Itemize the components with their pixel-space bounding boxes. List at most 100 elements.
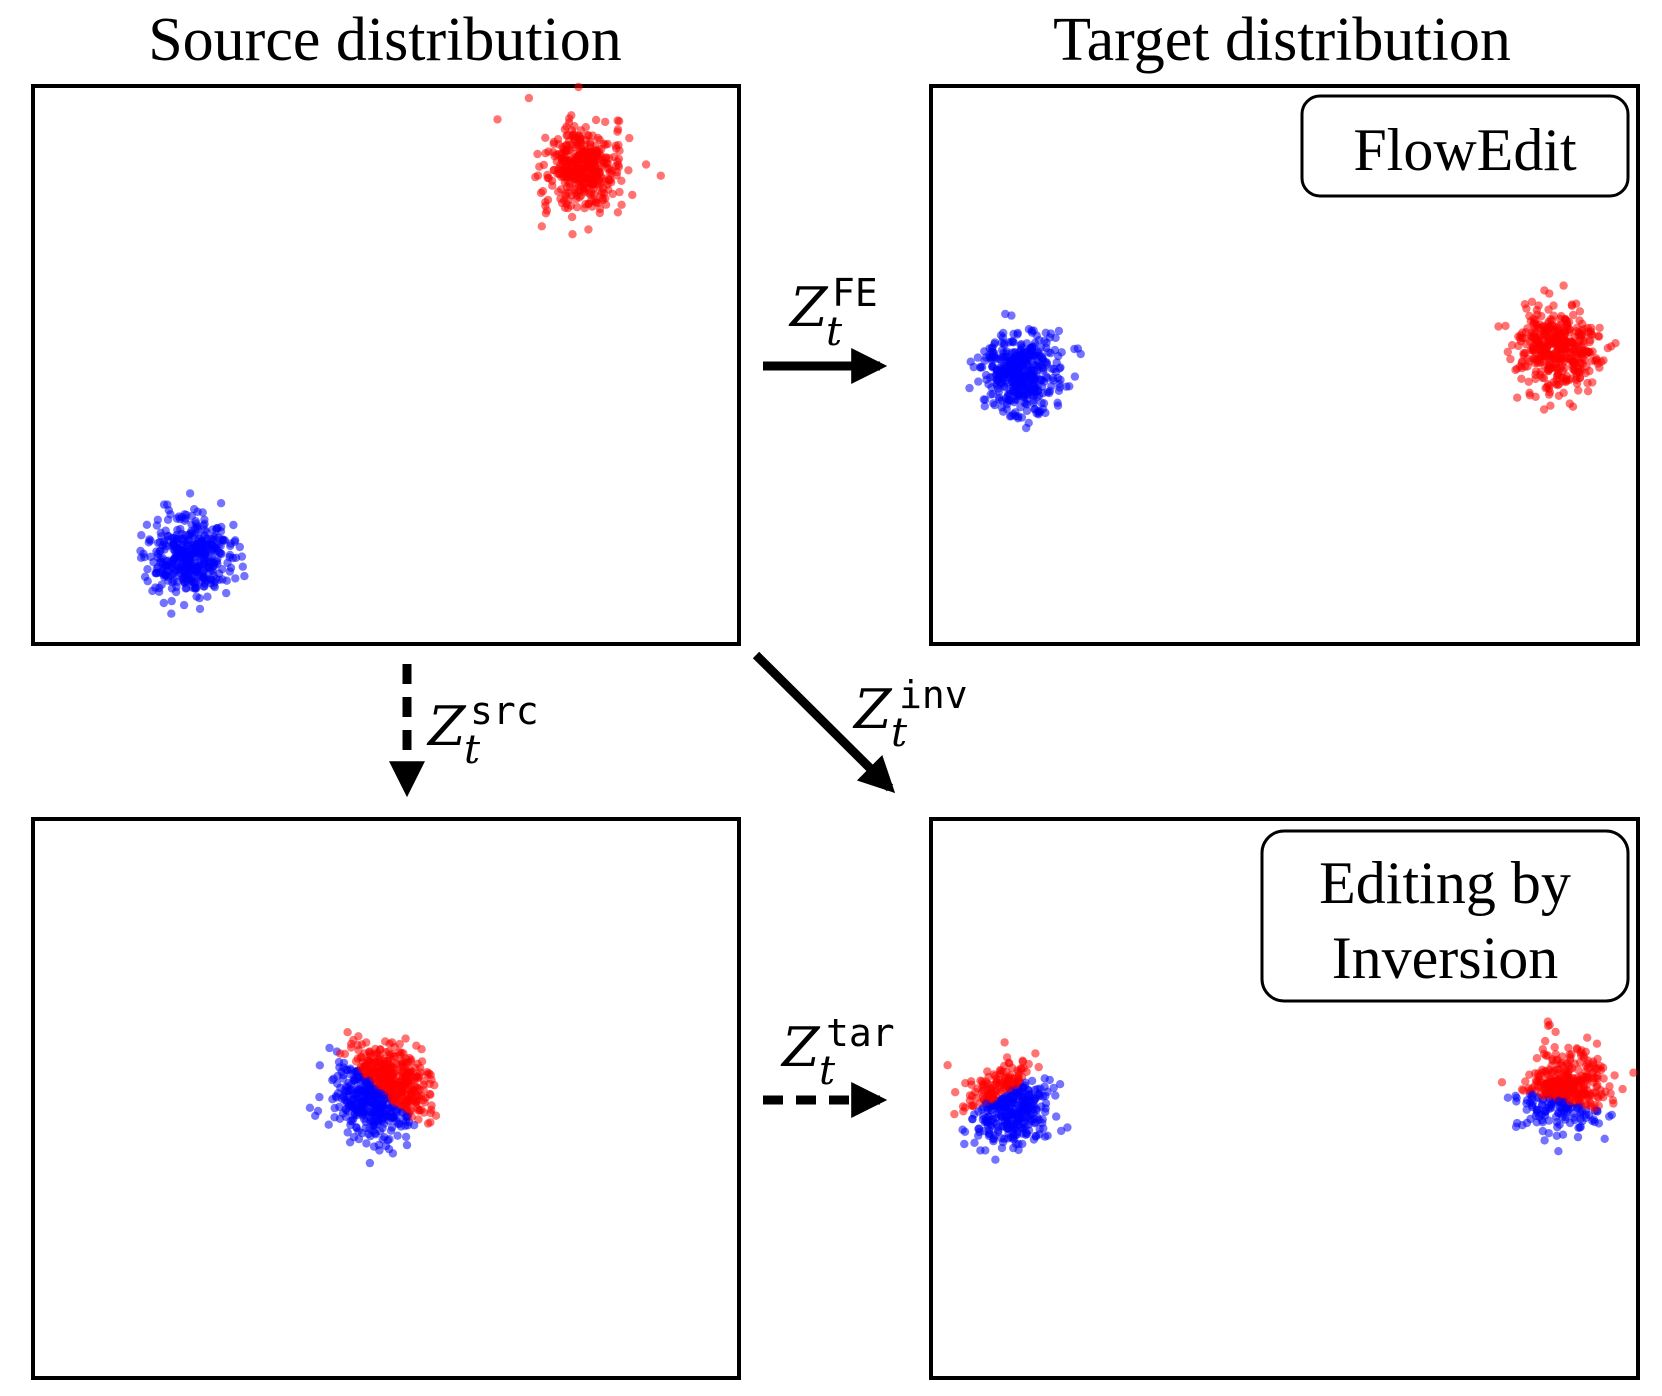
scatter-point [614,162,623,172]
scatter-point [159,598,168,608]
scatter-point [958,1125,967,1134]
scatter-point [1593,332,1603,341]
svg-text:tar: tar [826,1011,895,1055]
scatter-point [605,175,614,184]
scatter-point [1494,322,1503,331]
scatter-point [1010,388,1019,397]
scatter-point [390,1052,399,1061]
svg-text:t: t [464,727,481,773]
scatter-point [1532,1054,1542,1063]
scatter-point [581,200,590,209]
scatter-point [229,520,238,530]
scatter-point [1031,1049,1040,1058]
scatter-point [364,1048,374,1057]
scatter-point [140,572,150,581]
scatter-point [1597,1090,1606,1099]
scatter-point [383,1112,392,1121]
scatter-point [414,1115,423,1124]
scatter-point [1595,323,1604,333]
scatter-point [574,82,583,92]
scatter-point [1011,1139,1021,1149]
scatter-point [1556,1103,1565,1112]
scatter-point [1560,330,1569,340]
scatter-point [350,1103,359,1113]
scatter-point [1608,1096,1618,1105]
scatter-point [228,553,238,563]
scatter-point [983,1121,993,1130]
scatter-point [139,549,148,558]
scatter-point [1536,1089,1545,1099]
scatter-point [980,402,989,411]
scatter-point [1062,382,1071,391]
scatter-point [235,542,244,552]
source-noised-panel [31,817,741,1380]
scatter-point [1024,418,1033,428]
scatter-point [611,141,620,150]
scatter-point [315,1092,324,1102]
scatter-point [137,531,146,540]
scatter-point [613,127,622,136]
scatter-point [974,377,983,386]
scatter-point [586,137,595,147]
scatter-point [397,1048,406,1057]
scatter-point [1000,1073,1010,1082]
scatter-point [1002,367,1012,377]
target-heading: Target distribution [1053,6,1511,74]
inversion-label-line2: Inversion [1332,925,1559,991]
scatter-point [1558,373,1568,382]
scatter-point [345,1096,355,1105]
scatter-point [1022,406,1032,416]
scatter-point [1511,365,1520,375]
scatter-point [1544,1116,1554,1125]
scatter-point [1549,301,1558,310]
scatter-point [590,195,599,204]
scatter-point [574,141,583,150]
scatter-point [1599,1074,1608,1083]
inversion-arrow-label: Z t inv [852,673,968,756]
scatter-point [981,370,991,380]
scatter-point [185,489,195,498]
scatter-point [1013,330,1022,339]
scatter-point [1037,343,1046,352]
scatter-point [1507,341,1517,350]
scatter-point [1070,372,1080,381]
scatter-point [372,1101,382,1110]
scatter-point [217,522,226,532]
scatter-point [996,1066,1005,1076]
scatter-point [1537,1116,1547,1125]
scatter-point [1018,1056,1027,1065]
flowedit-panel [929,84,1640,646]
svg-text:Z: Z [426,695,467,758]
scatter-point [1003,1079,1012,1089]
scatter-point [1053,398,1062,407]
scatter-point [1519,349,1528,358]
scatter-point [1007,311,1016,320]
scatter-point [1563,1107,1572,1117]
scatter-point [943,1061,952,1070]
scatter-point [568,230,577,239]
scatter-point [612,171,621,180]
scatter-point [595,182,604,192]
scatter-point [1585,337,1594,347]
scatter-point [583,166,593,175]
scatter-point [1551,1050,1561,1059]
scatter-point [365,1158,375,1168]
scatter-point [368,1109,377,1118]
scatter-point [424,1069,434,1078]
scatter-point [1035,1124,1044,1134]
scatter-point [556,194,565,203]
scatter-point [617,176,626,185]
scatter-point [1503,347,1513,357]
scatter-point [1041,1104,1050,1113]
scatter-point [409,1121,419,1130]
scatter-point [987,355,996,365]
scatter-point [608,189,617,199]
scatter-point [1544,1129,1554,1138]
scatter-point [1018,1124,1027,1134]
scatter-point [624,166,633,175]
scatter-point [1586,323,1596,333]
scatter-point [1038,404,1048,414]
scatter-point [1575,307,1585,316]
scatter-point [1004,1113,1013,1122]
scatter-point [1573,1103,1582,1113]
